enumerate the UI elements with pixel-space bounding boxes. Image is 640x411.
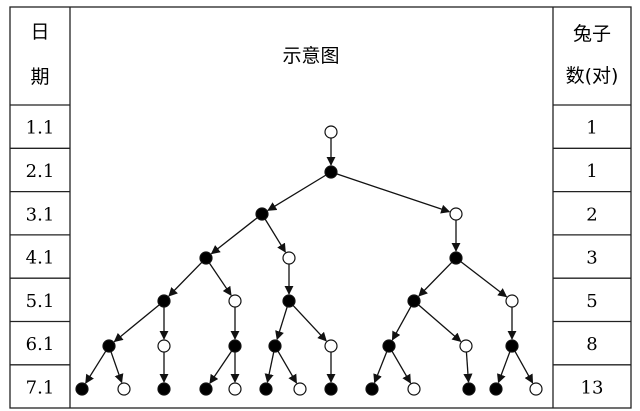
tree-edge-arrow [418, 304, 462, 343]
tree-edge-arrow [208, 262, 232, 296]
tree-edge-arrow [336, 173, 451, 214]
adult-rabbit-pair-node [157, 294, 171, 308]
date-cell: 1.1 [26, 118, 55, 139]
adult-rabbit-pair-node [199, 251, 213, 265]
diagram-title: 示意图 [282, 45, 339, 67]
tree-edge-arrow [460, 261, 508, 298]
tree-edge-arrow [113, 304, 160, 343]
young-rabbit-pair-node [529, 382, 543, 396]
young-rabbit-pair-node [117, 382, 131, 396]
young-rabbit-pair-node [228, 294, 242, 308]
count-cell: 8 [586, 334, 597, 355]
adult-rabbit-pair-node [282, 294, 296, 308]
tree-edge-arrow [463, 351, 473, 383]
tree-edge-arrow [210, 217, 258, 255]
count-cell: 3 [586, 248, 597, 269]
adult-rabbit-pair-node [157, 382, 171, 396]
adult-rabbit-pair-node [268, 339, 282, 353]
young-rabbit-pair-node [282, 251, 296, 265]
date-header-line1: 日 [30, 21, 49, 43]
young-rabbit-pair-node [293, 382, 307, 396]
tree-edge-arrow [264, 218, 286, 253]
tree-edge-arrow [277, 350, 298, 384]
young-rabbit-pair-node [505, 294, 519, 308]
date-cell: 4.1 [26, 248, 55, 269]
count-cell: 5 [586, 291, 597, 312]
young-rabbit-pair-node [324, 339, 338, 353]
tree-edge-arrow [85, 350, 107, 384]
tree-edge-arrow [110, 351, 124, 384]
adult-rabbit-pair-node [449, 251, 463, 265]
adult-rabbit-pair-node [407, 294, 421, 308]
count-header-line1: 兔子 [573, 23, 611, 45]
tree-edge-arrow [373, 351, 388, 384]
count-cell: 1 [586, 161, 597, 182]
adult-rabbit-pair-node [505, 339, 519, 353]
young-rabbit-pair-node [157, 339, 171, 353]
tree-edge-arrow [275, 306, 288, 341]
tree-edge-arrow [497, 351, 511, 384]
adult-rabbit-pair-node [259, 382, 273, 396]
adult-rabbit-pair-node [324, 165, 338, 179]
date-header-line2: 期 [30, 66, 49, 88]
young-rabbit-pair-node [228, 382, 242, 396]
tree-edge-arrow [514, 350, 534, 384]
adult-rabbit-pair-node [462, 382, 476, 396]
adult-rabbit-pair-node [228, 339, 242, 353]
tree-edge-arrow [264, 351, 275, 384]
tree-edge-arrow [168, 261, 203, 297]
tree-edge-arrow [292, 304, 327, 342]
count-cell: 2 [586, 204, 597, 225]
young-rabbit-pair-node [449, 207, 463, 221]
adult-rabbit-pair-node [365, 382, 379, 396]
tree-edge-arrow [267, 174, 327, 211]
tree-edge-arrow [391, 350, 412, 384]
adult-rabbit-pair-node [489, 382, 503, 396]
tree-edge-arrow [209, 350, 233, 384]
adult-rabbit-pair-node [199, 382, 213, 396]
adult-rabbit-pair-node [255, 207, 269, 221]
count-header-line2: 数(对) [566, 65, 619, 87]
count-cell: 1 [586, 118, 597, 139]
adult-rabbit-pair-node [75, 382, 89, 396]
adult-rabbit-pair-node [324, 382, 338, 396]
adult-rabbit-pair-node [382, 339, 396, 353]
table-grid [9, 6, 632, 409]
tree-edge-arrow [418, 261, 453, 297]
date-cell: 2.1 [26, 161, 55, 182]
tree-edge-arrow [391, 305, 412, 341]
young-rabbit-pair-node [407, 382, 421, 396]
date-cell: 3.1 [26, 204, 55, 225]
date-cell: 5.1 [26, 291, 55, 312]
date-cell: 6.1 [26, 334, 55, 355]
young-rabbit-pair-node [324, 125, 338, 139]
date-cell: 7.1 [26, 377, 55, 398]
count-cell: 13 [581, 377, 604, 398]
young-rabbit-pair-node [459, 339, 473, 353]
adult-rabbit-pair-node [102, 339, 116, 353]
